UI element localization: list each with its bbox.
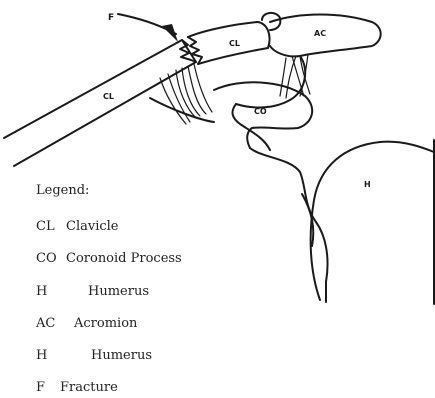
fracture-label: F (108, 13, 114, 23)
clavicle-shaft-left (4, 40, 196, 166)
glenoid-curve (250, 148, 328, 302)
legend-abbr: H (36, 284, 88, 299)
legend-desc: Clavicle (66, 219, 119, 234)
legend-abbr: CO (36, 251, 66, 266)
clavicle-label-right: CL (229, 39, 240, 48)
acromion-label: AC (314, 29, 326, 38)
legend-desc: Coronoid Process (66, 251, 182, 266)
legend-desc: Humerus (88, 284, 149, 299)
legend-desc: Acromion (74, 316, 137, 331)
fracture-arrow (118, 14, 178, 42)
coronoid-label: CO (254, 107, 267, 116)
legend-desc: Fracture (60, 380, 118, 395)
legend-abbr: F (36, 380, 60, 395)
legend-abbr: H (36, 348, 91, 363)
clavicle-label-left: CL (103, 92, 114, 101)
legend-title: Legend: (36, 183, 89, 198)
legend-abbr: CL (36, 219, 66, 234)
legend-abbr: AC (36, 316, 74, 331)
humerus-label: H (364, 180, 371, 189)
legend-desc: Humerus (91, 348, 152, 363)
humerus-head-shape (311, 142, 434, 300)
coracoclavicular-ligament (150, 64, 214, 124)
